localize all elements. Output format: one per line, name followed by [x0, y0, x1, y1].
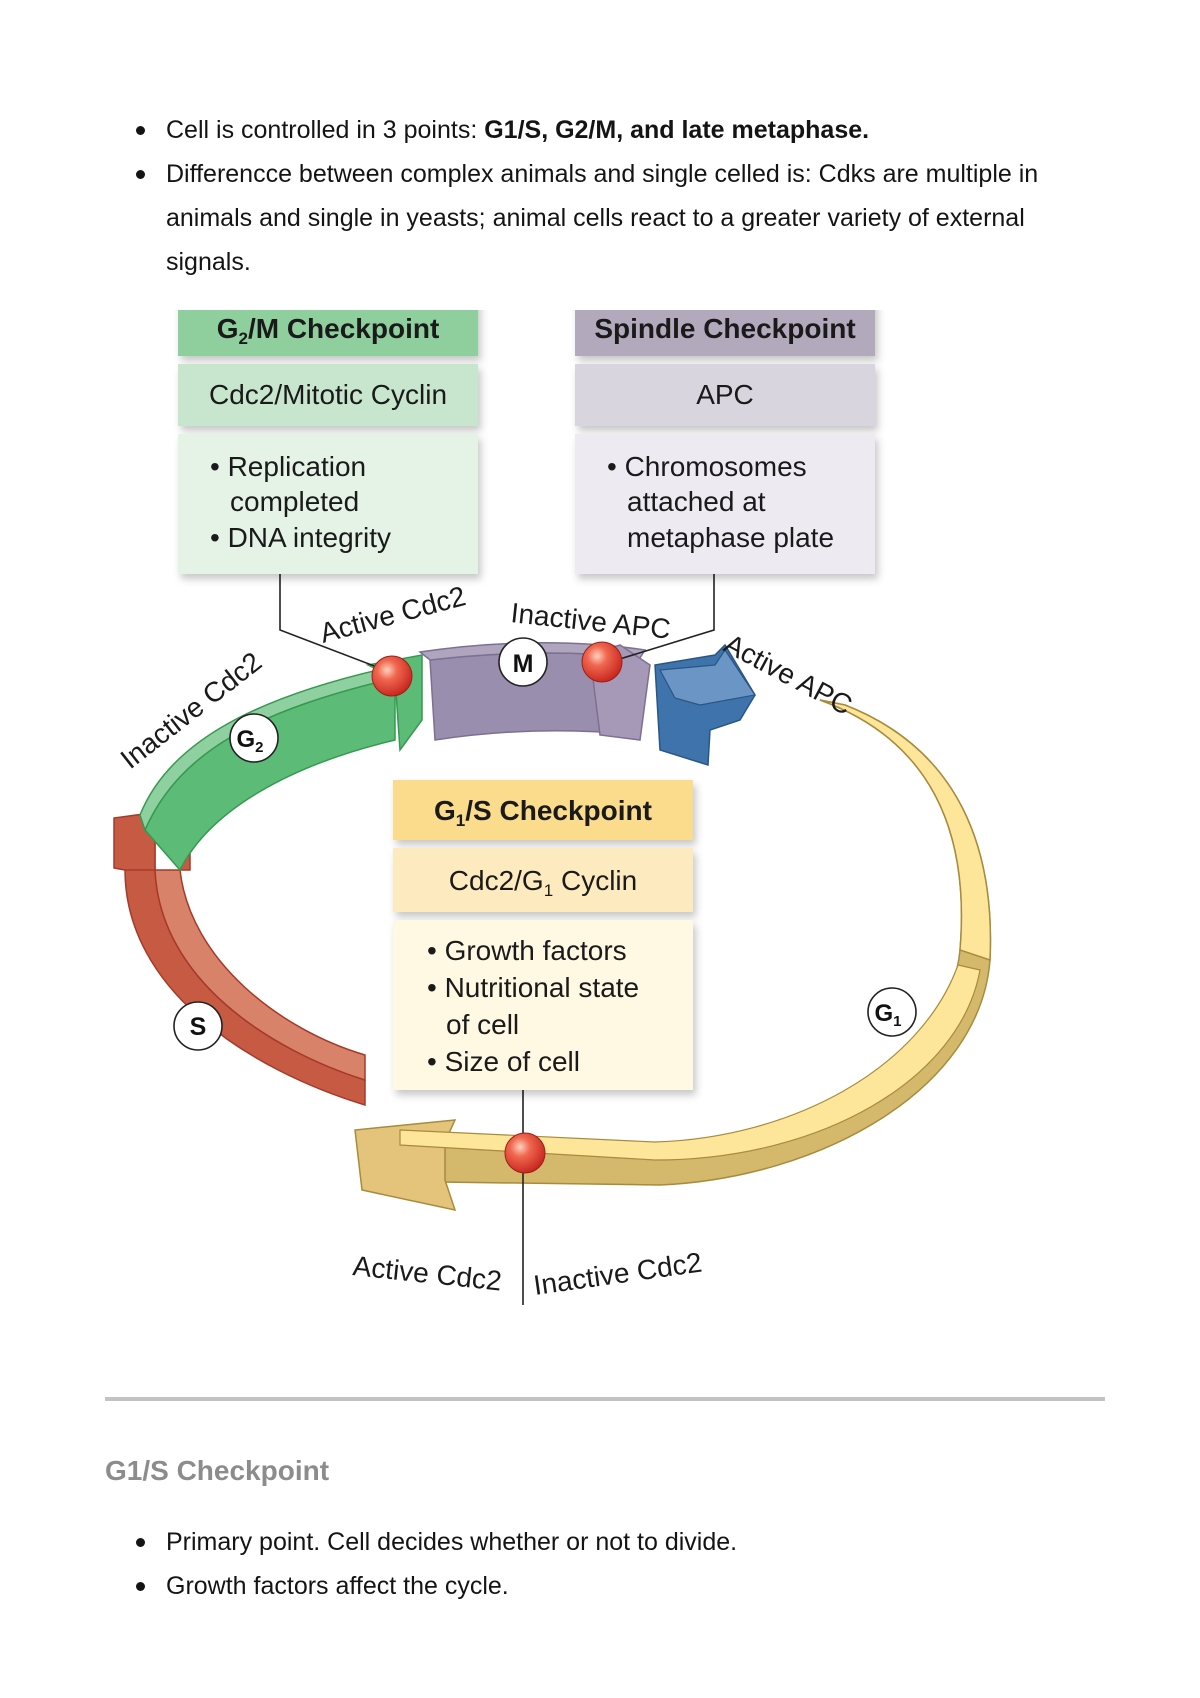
spindle-complex-label: APC: [696, 379, 754, 410]
section-bullet-list: Primary point. Cell decides whether or n…: [130, 1520, 1110, 1608]
bullet-text: Differencce between complex animals and …: [166, 160, 1039, 276]
g2m-item-1: • Replication: [210, 451, 366, 482]
title-main: G: [217, 313, 239, 344]
title-main: G: [434, 795, 456, 826]
g1s-checkpoint-ball: [504, 1132, 546, 1174]
g2m-checkpoint-box: [178, 310, 478, 574]
g2-phase-badge: G2: [229, 713, 279, 763]
g1s-complex-label: Cdc2/G1 Cyclin: [449, 865, 637, 900]
g1-arrow-top: [819, 699, 992, 962]
g1s-item-1: • Growth factors: [427, 935, 627, 966]
title-rest: /M Checkpoint: [248, 313, 439, 344]
s-phase-arrow: [113, 811, 366, 1107]
g2m-checkpoint-ball: [371, 655, 413, 697]
bullet-bold-text: G1/S, G2/M, and late metaphase.: [484, 116, 870, 144]
g1-phase-subscript: 1: [893, 1013, 901, 1030]
g1s-item-2: • Nutritional state: [427, 972, 639, 1003]
g1-phase-label: G: [874, 1000, 893, 1027]
bullet-text: Cell is controlled in 3 points:: [166, 116, 485, 144]
g2m-checkpoint-title: G2/M Checkpoint: [217, 313, 440, 348]
inactive-cdc2-bottom-label: Inactive Cdc2: [532, 1247, 704, 1301]
m-phase-label: M: [513, 650, 534, 678]
g1-phase-badge: G1: [867, 987, 917, 1037]
intro-bullet-list: Cell is controlled in 3 points: G1/S, G2…: [130, 108, 1110, 284]
g2m-complex-label: Cdc2/Mitotic Cyclin: [209, 379, 447, 410]
svg-text:G2: G2: [236, 726, 263, 756]
spindle-item-1: • Chromosomes: [607, 451, 807, 482]
g2-phase-subscript: 2: [255, 739, 263, 756]
spindle-checkpoint-title: Spindle Checkpoint: [594, 313, 855, 344]
spindle-item-1-cont: attached at: [627, 486, 766, 517]
complex-main: Cdc2/G: [449, 865, 544, 896]
section-heading: G1/S Checkpoint: [105, 1455, 330, 1486]
inactive-apc-label: Inactive APC: [509, 597, 672, 645]
g1s-checkpoint-title: G1/S Checkpoint: [434, 795, 652, 830]
spindle-checkpoint-box: [575, 310, 875, 574]
g2m-callout-line: [279, 573, 391, 673]
g1-arrow-bottom-band: [399, 964, 981, 1161]
complex-rest: Cyclin: [553, 865, 637, 896]
section-bullet: Growth factors affect the cycle.: [130, 1564, 1110, 1608]
spindle-item-1-cont-2: metaphase plate: [627, 522, 834, 553]
title-subscript: 1: [456, 811, 465, 830]
intro-bullet-differences: Differencce between complex animals and …: [130, 152, 1110, 284]
section-bullet: Primary point. Cell decides whether or n…: [130, 1520, 1110, 1564]
m-phase-badge: M: [498, 637, 548, 687]
active-cdc2-bottom-label: Active Cdc2: [351, 1250, 503, 1296]
intro-bullet-control-points: Cell is controlled in 3 points: G1/S, G2…: [130, 108, 1110, 152]
title-rest: /S Checkpoint: [465, 795, 652, 826]
spindle-checkpoint-ball: [581, 641, 623, 683]
g1s-checkpoint-box: [393, 780, 693, 1090]
complex-subscript: 1: [544, 881, 553, 900]
g2m-item-2: • DNA integrity: [210, 522, 391, 553]
section-divider: [105, 1397, 1105, 1401]
s-phase-badge: S: [173, 1001, 223, 1051]
cell-cycle-diagram: M G2 S G1 Inactive Cdc2 Active Cdc2 Inac…: [113, 310, 992, 1305]
active-cdc2-top-label: Active Cdc2: [317, 580, 469, 649]
svg-text:G1: G1: [874, 1000, 901, 1030]
g2-phase-label: G: [236, 726, 255, 753]
apc-arrow: [654, 643, 757, 767]
s-arrow-top: [154, 869, 366, 1082]
s-phase-label: S: [190, 1013, 207, 1041]
apc-arrow-top: [659, 648, 757, 706]
g2m-item-1-cont: completed: [230, 486, 359, 517]
g1s-item-3: • Size of cell: [427, 1046, 580, 1077]
spindle-callout-line: [609, 573, 715, 663]
title-subscript: 2: [238, 329, 247, 348]
g1s-item-2-cont: of cell: [446, 1009, 519, 1040]
g1-phase-arrow: [354, 699, 992, 1212]
